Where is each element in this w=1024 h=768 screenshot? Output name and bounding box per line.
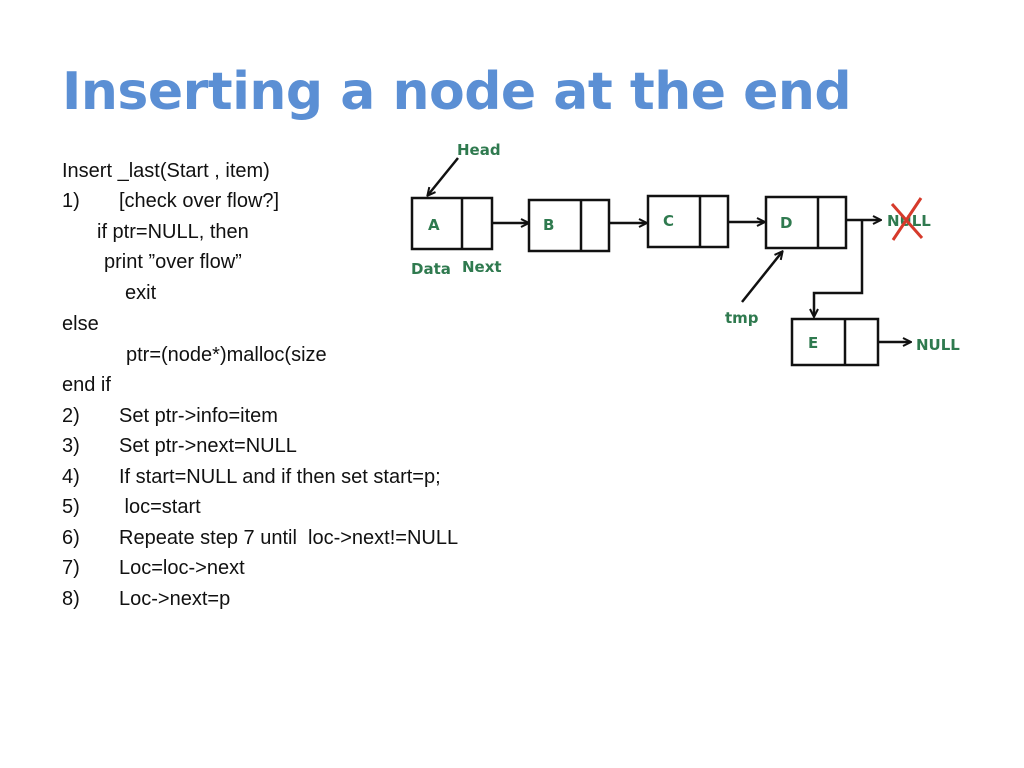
algorithm-header: Insert _last(Start , item) — [62, 160, 270, 182]
node-e: E — [790, 317, 880, 367]
step-number: 3) — [62, 435, 80, 457]
tmp-pointer-arrow — [741, 252, 782, 303]
step-number: 7) — [62, 557, 80, 579]
step-number: 1) — [62, 190, 80, 212]
head-pointer-arrow — [428, 157, 459, 195]
step-number: 5) — [62, 496, 80, 518]
step-number: 8) — [62, 588, 80, 610]
data-label: Data — [411, 260, 451, 278]
node-c: C — [646, 194, 730, 249]
if-line: if ptr=NULL, then — [97, 221, 249, 243]
step-text: Set ptr->next=NULL — [119, 435, 297, 457]
step-text: loc=start — [119, 496, 201, 518]
head-label: Head — [457, 141, 501, 159]
node-label: B — [543, 216, 554, 234]
step-3: 3) Set ptr->next=NULL — [62, 431, 512, 461]
step-text: If start=NULL and if then set start=p; — [119, 466, 441, 488]
node-label: D — [780, 214, 792, 232]
else-line: else — [62, 313, 99, 335]
next-label: Next — [462, 258, 502, 276]
print-line: print ”over flow” — [104, 251, 242, 273]
step-1: 1) [check over flow?] — [62, 186, 322, 216]
step-number: 6) — [62, 527, 80, 549]
slide-title: Inserting a node at the end — [62, 62, 852, 122]
node-label: C — [663, 212, 674, 230]
step-5: 5) loc=start — [62, 492, 512, 522]
step-2: 2) Set ptr->info=item — [62, 401, 512, 431]
step-number: 2) — [62, 405, 80, 427]
step-text: Repeate step 7 until loc->next!=NULL — [119, 527, 459, 549]
endif-line: end if — [62, 374, 111, 396]
step-6: 6) Repeate step 7 until loc->next!=NULL — [62, 523, 522, 553]
node-label: A — [428, 216, 440, 234]
step-text: Set ptr->info=item — [119, 405, 278, 427]
tmp-label: tmp — [725, 309, 759, 327]
algorithm-text: Insert _last(Start , item) 1) [check ove… — [62, 156, 522, 626]
new-null-label: NULL — [916, 336, 960, 354]
node-d: D — [764, 195, 848, 250]
step-4: 4) If start=NULL and if then set start=p… — [62, 462, 512, 492]
step-number: 4) — [62, 466, 80, 488]
malloc-clip: ptr=(node*)malloc(size — [62, 340, 358, 370]
node-a: A — [410, 196, 494, 251]
arrow-d-to-e — [814, 220, 864, 316]
exit-line: exit — [125, 282, 157, 304]
step-7: 7) Loc=loc->next — [62, 553, 512, 583]
step-text: Loc=loc->next — [119, 557, 245, 579]
step-text: Loc->next=p — [119, 588, 231, 610]
old-null-label: NULL — [887, 212, 931, 230]
node-label: E — [808, 334, 818, 352]
step-8: 8) Loc->next=p — [62, 584, 512, 614]
cross-mark-icon — [890, 197, 924, 241]
node-b: B — [527, 198, 611, 253]
step-text: [check over flow?] — [119, 190, 280, 212]
malloc-line: ptr=(node*)malloc(size — [126, 344, 327, 366]
linked-list-diagram: Head A Data Next B C D — [410, 141, 960, 367]
